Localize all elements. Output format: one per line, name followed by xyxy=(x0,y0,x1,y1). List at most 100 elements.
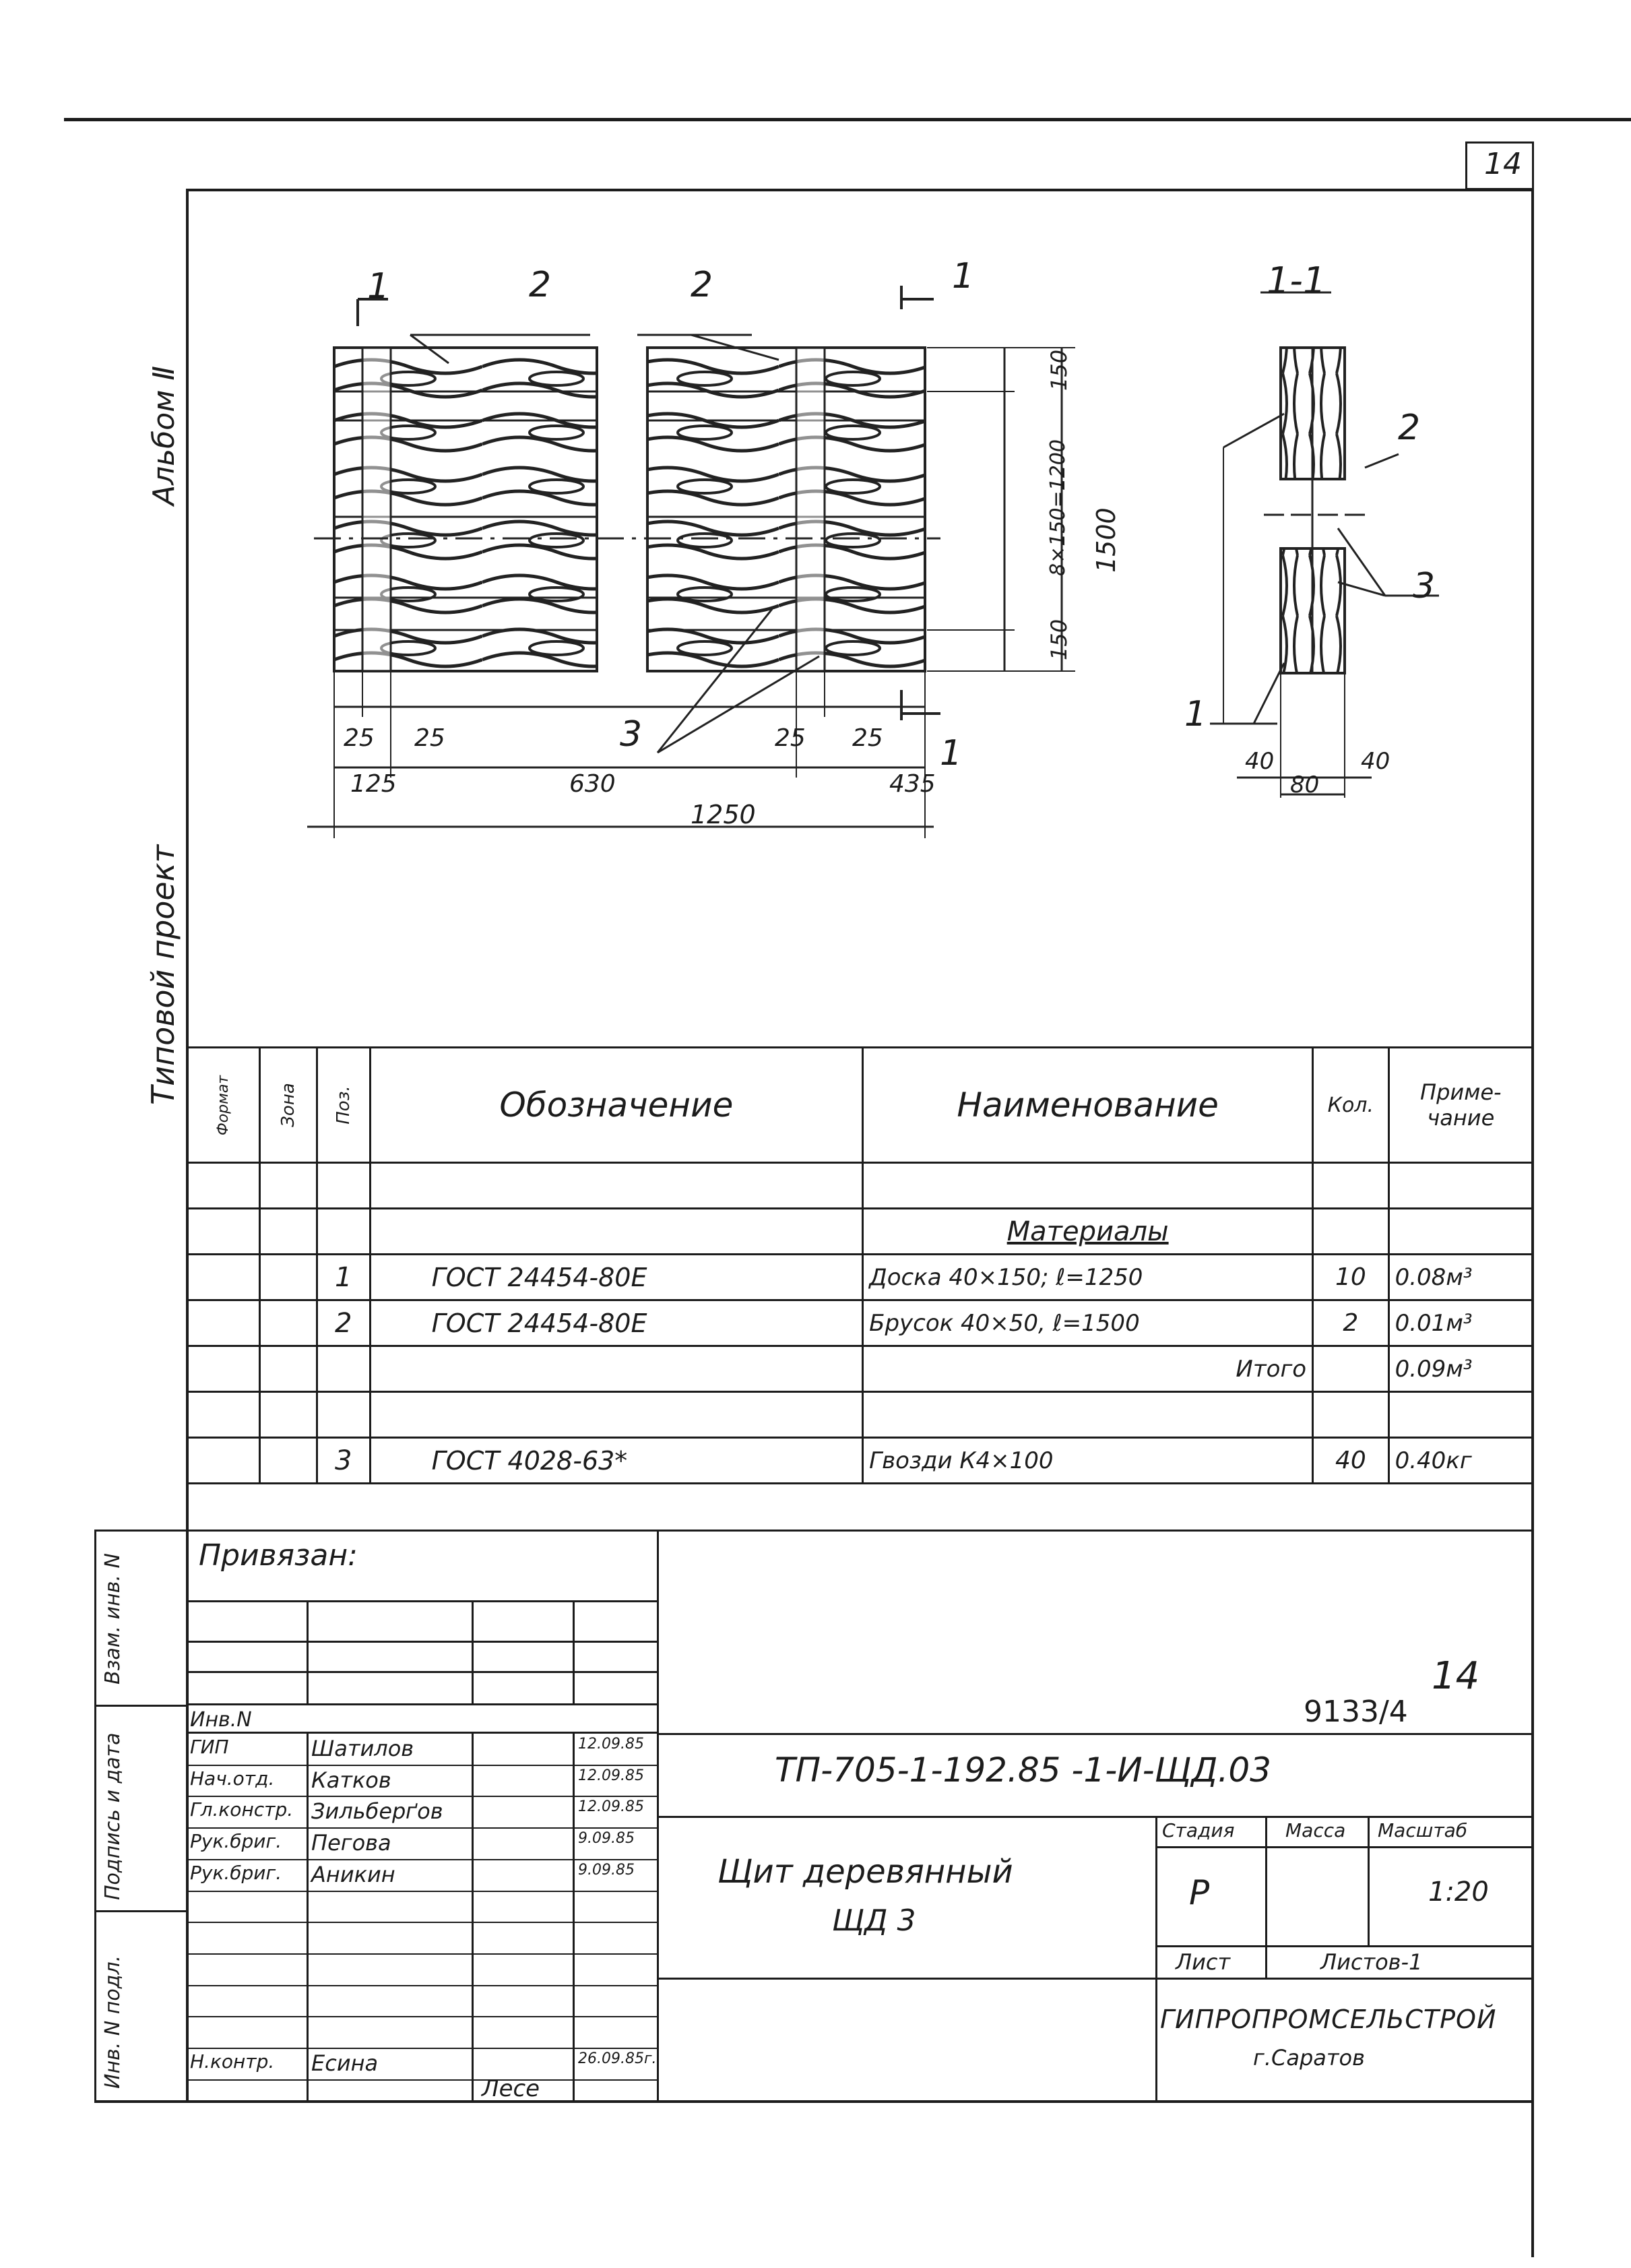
dim-150-top: 150 xyxy=(1046,349,1072,391)
staff-name: Зильберґов xyxy=(311,1798,443,1824)
dim-25-a: 25 xyxy=(344,724,375,752)
staff-date: 26.09.85г. xyxy=(578,2050,657,2067)
staff-col-line xyxy=(307,1733,309,2103)
staff-role: Рук.бриг. xyxy=(190,1862,282,1884)
staff-date: 9.09.85 xyxy=(578,1862,635,1879)
staff-row-line xyxy=(186,1953,658,1955)
header-format: Формат xyxy=(185,1046,261,1164)
priv-h3 xyxy=(186,1671,658,1673)
staff-date: 12.09.85 xyxy=(578,1798,644,1815)
inv-n-label: Инв.N xyxy=(190,1708,252,1732)
callout-1-top: 1 xyxy=(367,266,390,307)
page-number: 14 xyxy=(1484,147,1522,181)
side-strip xyxy=(94,1530,189,2103)
tb-v-scale xyxy=(1368,1816,1370,1945)
priv-v1 xyxy=(307,1600,309,1705)
specification-table: Формат Зона Поз. Обозначение Наименовани… xyxy=(185,1046,1535,1484)
section-mark-bottom: 1 xyxy=(940,733,963,774)
callout-3-front: 3 xyxy=(620,714,643,755)
header-name: Наименование xyxy=(862,1046,1314,1164)
spec-header-row: Формат Зона Поз. Обозначение Наименовани… xyxy=(185,1046,1535,1164)
dim-25-c: 25 xyxy=(775,724,806,752)
tb-h-doc xyxy=(657,1816,1533,1818)
staff-row-line xyxy=(186,1765,658,1766)
tb-v-mass xyxy=(1265,1816,1267,1945)
callout-3-section: 3 xyxy=(1413,566,1436,606)
priv-h1 xyxy=(186,1600,658,1602)
staff-role: Рук.бриг. xyxy=(190,1830,282,1852)
org-name: ГИПРОПРОМСЕЛЬСТРОЙ xyxy=(1160,2005,1497,2034)
tb-h-stage xyxy=(1155,1846,1533,1848)
top-rule xyxy=(64,118,1631,121)
item-title-1: Щит деревянный xyxy=(717,1853,1013,1891)
callout-2-top-left: 2 xyxy=(529,265,552,305)
section-materials: Материалы xyxy=(862,1207,1314,1255)
callout-2-top-right: 2 xyxy=(691,265,713,305)
dim-80: 80 xyxy=(1290,771,1320,798)
staff-date: 9.09.85 xyxy=(578,1830,635,1847)
staff-row-line xyxy=(186,1859,658,1860)
scale-value: 1:20 xyxy=(1428,1877,1489,1908)
staff-date: 12.09.85 xyxy=(578,1736,644,1753)
table-row: 3 ГОСТ 4028-63* Гвозди К4×100 40 0.40кг xyxy=(185,1437,1535,1484)
staff-name: Есина xyxy=(311,2050,379,2076)
tb-v-stage xyxy=(1155,1816,1157,2103)
dim-150-bottom: 150 xyxy=(1046,619,1072,660)
priv-h2 xyxy=(186,1641,658,1643)
spec-row-empty-1 xyxy=(185,1162,1535,1209)
album-label: Альбом Ⅱ xyxy=(147,365,181,505)
dim-630: 630 xyxy=(569,770,616,798)
stage-value: Р xyxy=(1189,1873,1210,1912)
spec-row-section: Материалы xyxy=(185,1207,1535,1255)
priv-h4 xyxy=(186,1703,658,1705)
staff-name: Пегова xyxy=(311,1830,391,1856)
tb-h-code xyxy=(657,1733,1533,1735)
staff-row-line xyxy=(186,1985,658,1986)
tb-h-org xyxy=(1155,1978,1533,1980)
table-row: 1 ГОСТ 24454-80Е Доска 40×150; ℓ=1250 10… xyxy=(185,1253,1535,1301)
doc-number: ТП-705-1-192.85 -1-И-ЩД.03 xyxy=(775,1751,1271,1790)
priv-v3 xyxy=(573,1600,575,1705)
section-mark-top: 1 xyxy=(952,256,975,296)
section-title: 1-1 xyxy=(1267,259,1326,302)
staff-role: Нач.отд. xyxy=(190,1767,275,1790)
side-strip-sep-1 xyxy=(94,1705,189,1707)
callout-2-section: 2 xyxy=(1398,408,1421,448)
header-qty: Кол. xyxy=(1312,1046,1390,1164)
frame-top xyxy=(186,189,1534,191)
item-title-2: ЩД 3 xyxy=(832,1903,916,1938)
org-city: г.Саратов xyxy=(1253,2045,1365,2071)
tb-v-sheet xyxy=(1265,1945,1267,1979)
staff-name: Аникин xyxy=(311,1862,395,1887)
staff-name: Шатилов xyxy=(311,1736,414,1761)
staff-row-line xyxy=(186,1796,658,1797)
priv-v2 xyxy=(472,1600,474,1705)
spec-row-empty-2 xyxy=(185,1391,1535,1439)
dim-25-d: 25 xyxy=(852,724,883,752)
callout-1-section: 1 xyxy=(1184,694,1207,734)
code-sheet: 9133/4 xyxy=(1304,1695,1408,1729)
staff-role: Н.контр. xyxy=(190,2050,275,2073)
staff-col-line xyxy=(573,1733,575,2103)
privyazan-label: Привязан: xyxy=(199,1538,358,1573)
side-strip-sep-2 xyxy=(94,1910,189,1912)
staff-row-line xyxy=(186,1827,658,1829)
table-row: 2 ГОСТ 24454-80Е Брусок 40×50, ℓ=1500 2 … xyxy=(185,1299,1535,1347)
panel-drawing xyxy=(307,286,1439,838)
header-pos: Поз. xyxy=(315,1046,371,1164)
section-view xyxy=(1210,291,1439,798)
frame-left xyxy=(186,189,189,1530)
staff-row-line xyxy=(186,2016,658,2017)
dim-435: 435 xyxy=(889,770,936,798)
front-view-left xyxy=(333,346,598,672)
staff-row-line xyxy=(186,1922,658,1923)
dim-40-b: 40 xyxy=(1361,748,1390,775)
tb-h-sheet xyxy=(1155,1945,1533,1947)
sheets-label: Листов-1 xyxy=(1320,1949,1423,1975)
staff-name: Катков xyxy=(311,1767,391,1793)
tb-h-lower xyxy=(657,1978,1155,1980)
staff-col-line xyxy=(472,1733,474,2103)
staff-row-line xyxy=(186,2079,658,2081)
header-zone: Зона xyxy=(259,1046,318,1164)
